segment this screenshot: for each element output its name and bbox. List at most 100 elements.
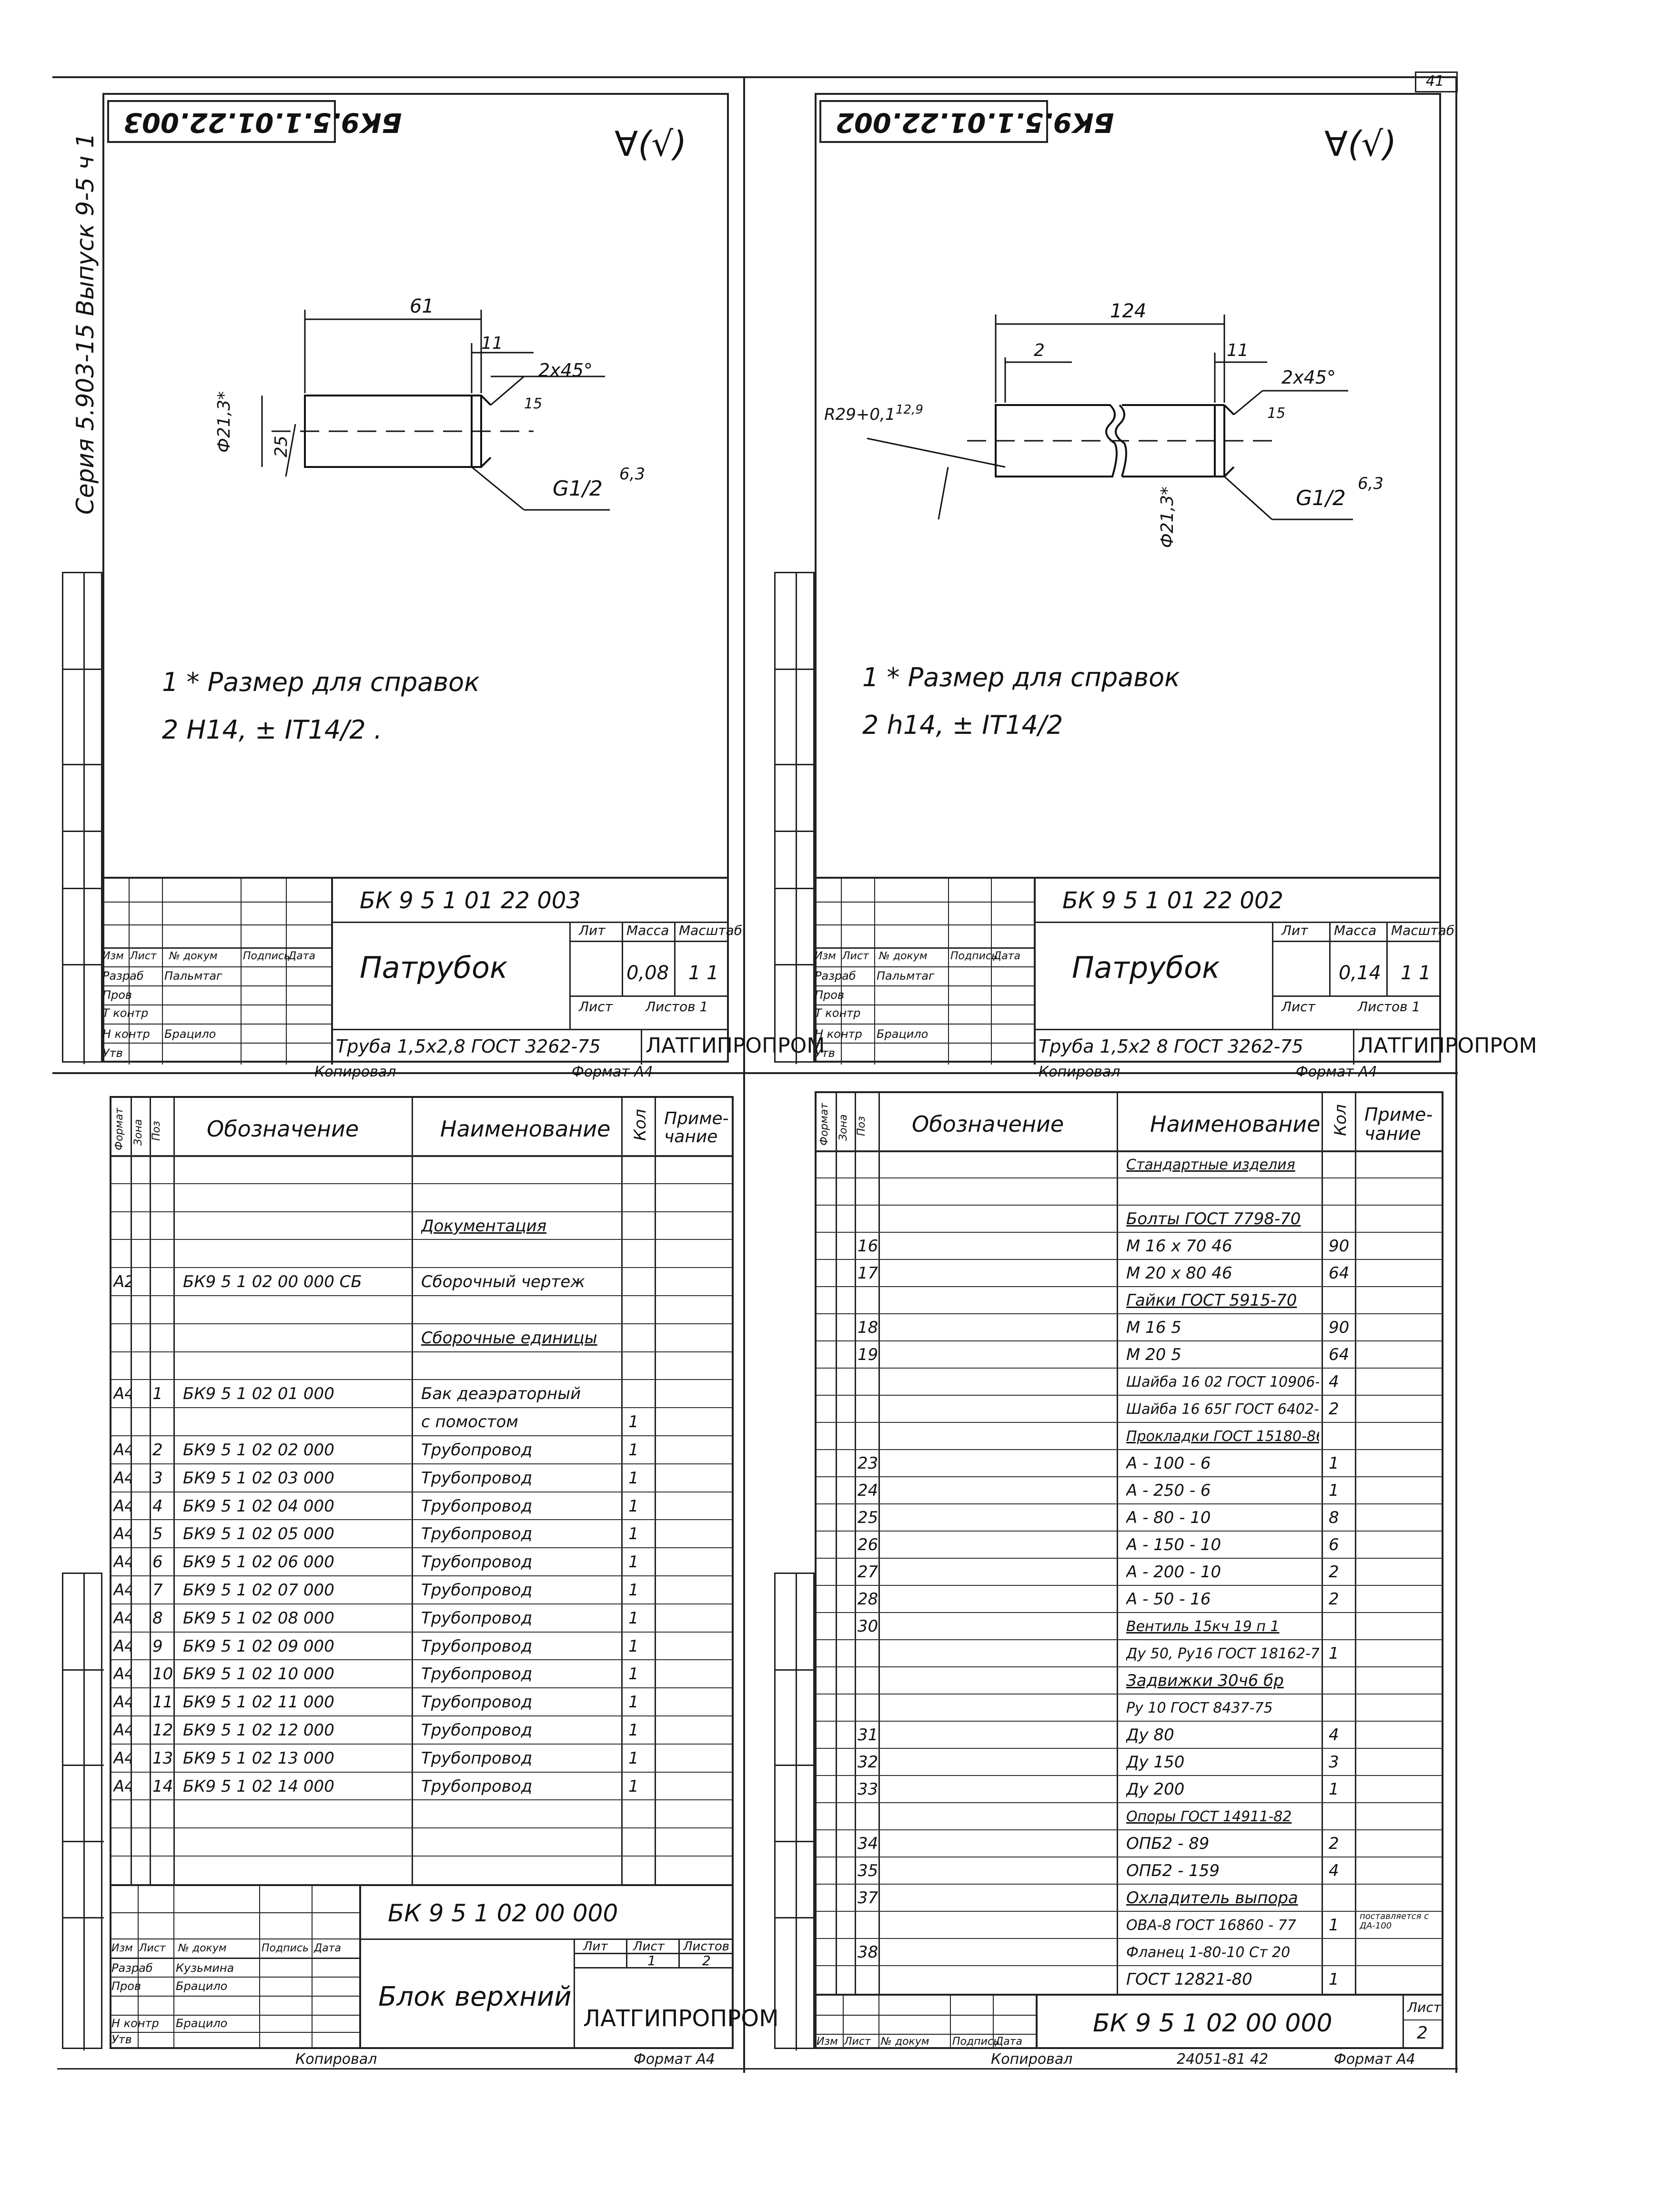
cell-pos	[152, 1324, 173, 1352]
drawing-right-code: БК9.5.1.01.22.002	[836, 107, 1114, 138]
cell-qty: 1	[628, 1664, 639, 1684]
spec-left-stamp-grid: Изм Лист № докум Подпись Дата Разраб Куз…	[111, 1886, 359, 2049]
spec-left-sheets-label: Листов	[683, 1939, 730, 1954]
cell-qty: 64	[1329, 1264, 1350, 1283]
spec-right-header: Формат Зона Поз Обозначение Наименование…	[817, 1093, 1442, 1152]
drawing-right-mass: 0,14	[1339, 962, 1382, 984]
cell-designation: БК9 5 1 02 08 000	[183, 1608, 334, 1628]
stamp-cell: Брацило	[176, 1979, 228, 1993]
cell-qty: 1	[1329, 1644, 1339, 1663]
drawing-right-chamfer: 2x45°	[1282, 367, 1336, 388]
cell-format	[818, 1722, 836, 1749]
cell-pos: 19	[858, 1345, 878, 1364]
stamp-cell: № докум	[169, 950, 218, 962]
cell-zone	[838, 1830, 855, 1857]
cell-note	[1360, 1857, 1441, 1885]
cell-designation: БК9 5 1 02 12 000	[183, 1721, 334, 1740]
cell-pos	[152, 1800, 173, 1828]
cell-name: Ду 80	[1126, 1725, 1174, 1745]
cell-format	[113, 1296, 131, 1324]
drawing-right-dim-r29: R29+0,1	[824, 405, 896, 424]
spec-right-side-stamp	[774, 1573, 816, 2050]
cell-zone	[838, 1966, 855, 1993]
cell-zone	[132, 1745, 150, 1773]
cell-name: Трубопровод	[421, 1664, 533, 1684]
cell-zone	[132, 1436, 150, 1464]
drawing-left-dim-11: 11	[481, 334, 503, 353]
cell-format: А4	[113, 1468, 131, 1488]
cell-zone	[132, 1352, 150, 1380]
cell-note	[659, 1745, 731, 1773]
drawing-right-title-block: БК 9 5 1 01 22 002 Патрубок Лит Масса Ма…	[815, 877, 1537, 1065]
cell-pos: 2	[152, 1441, 163, 1460]
drawing-left-org: ЛАТГИПРОПРОМ	[646, 1034, 825, 1058]
cell-zone	[838, 1667, 855, 1695]
cell-name: ГОСТ 12821-80	[1126, 1970, 1252, 1989]
stamp-cell: Разраб	[111, 1961, 153, 1975]
cell-zone	[838, 1423, 855, 1450]
cell-qty	[628, 1212, 652, 1240]
cell-note	[1360, 1341, 1441, 1369]
cell-note	[659, 1828, 731, 1857]
cell-designation	[888, 1532, 1112, 1559]
drawing-right-side-stamp	[774, 572, 816, 1064]
cell-zone	[132, 1576, 150, 1604]
stamp-cell: Лист	[139, 1942, 166, 1954]
cell-format	[113, 1828, 131, 1857]
cell-qty	[1329, 1206, 1352, 1233]
cell-zone	[838, 1178, 855, 1206]
cell-designation: БК9 5 1 02 11 000	[183, 1693, 334, 1712]
drawing-right-part-sketch	[867, 315, 1353, 520]
cell-designation: БК9 5 1 02 09 000	[183, 1636, 334, 1656]
cell-zone	[838, 1939, 855, 1966]
top-border	[52, 76, 1458, 78]
cell-name: Ду 50, Ру16 ГОСТ 18162-72	[1126, 1645, 1319, 1662]
cell-name: Болты ГОСТ 7798-70	[1126, 1209, 1301, 1228]
cell-name: Трубопровод	[421, 1748, 533, 1768]
cell-format: А4	[113, 1552, 131, 1572]
stamp-cell: Пров	[815, 988, 845, 1002]
cell-note	[1360, 1369, 1441, 1396]
drawing-right-sheets-label: Листов 1	[1358, 999, 1421, 1015]
spec-left-header-zone: Зона	[132, 1119, 144, 1146]
cell-note	[1360, 1423, 1441, 1450]
cell-qty: 1	[1329, 1780, 1339, 1799]
cell-name	[421, 1828, 619, 1857]
cell-pos: 27	[858, 1563, 878, 1582]
cell-designation	[888, 1613, 1112, 1640]
cell-qty	[1329, 1939, 1352, 1966]
cell-note	[1360, 1450, 1441, 1477]
cell-note	[659, 1604, 731, 1633]
drawing-right-format: Формат А4	[1296, 1064, 1377, 1080]
cell-zone	[838, 1341, 855, 1369]
cell-designation	[183, 1296, 407, 1324]
cell-designation	[183, 1352, 407, 1380]
cell-note	[1360, 1803, 1441, 1830]
cell-qty: 1	[628, 1776, 639, 1796]
cell-zone	[132, 1184, 150, 1212]
cell-designation: БК9 5 1 02 06 000	[183, 1552, 334, 1572]
drawing-left-part-sketch	[261, 310, 610, 511]
cell-zone	[132, 1212, 150, 1240]
cell-qty	[1329, 1885, 1352, 1912]
cell-format: А4	[113, 1748, 131, 1768]
cell-zone	[838, 1749, 855, 1776]
cell-pos: 6	[152, 1552, 163, 1572]
table-row	[111, 1183, 732, 1212]
cell-format	[818, 1206, 836, 1233]
cell-designation: БК9 5 1 02 00 000 СБ	[183, 1272, 362, 1292]
drawing-left-side-stamp	[62, 572, 104, 1064]
cell-name: Ду 150	[1126, 1753, 1185, 1772]
cell-note	[659, 1800, 731, 1828]
cell-note	[1360, 1532, 1441, 1559]
stamp-cell: Дата	[993, 950, 1020, 962]
cell-pos: 24	[858, 1481, 878, 1500]
spec-left-header-name: Наименование	[440, 1116, 611, 1142]
cell-format	[818, 1695, 836, 1722]
cell-designation	[183, 1828, 407, 1857]
cell-designation	[888, 1912, 1112, 1939]
cell-zone	[132, 1857, 150, 1885]
